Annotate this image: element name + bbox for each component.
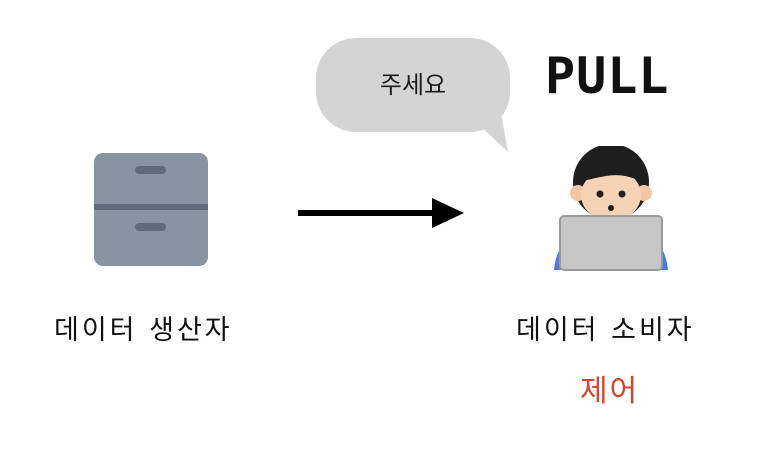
arrow-right-icon <box>298 196 468 232</box>
file-cabinet-icon <box>94 153 208 266</box>
mouth <box>608 205 614 211</box>
arrow-head <box>432 198 464 228</box>
speech-bubble-text: 주세요 <box>316 62 510 102</box>
consumer-label: 데이터 소비자 <box>516 308 695 347</box>
cabinet-handle-top <box>135 166 166 174</box>
producer-label: 데이터 생산자 <box>54 308 233 347</box>
right-eye <box>619 191 626 198</box>
control-note: 제어 <box>580 366 639 410</box>
cabinet-divider <box>94 204 208 210</box>
cabinet-handle-bottom <box>135 223 166 231</box>
laptop-lid <box>560 216 662 270</box>
person-laptop-icon <box>548 146 674 272</box>
left-eye <box>597 191 604 198</box>
diagram-title: PULL <box>545 47 669 105</box>
